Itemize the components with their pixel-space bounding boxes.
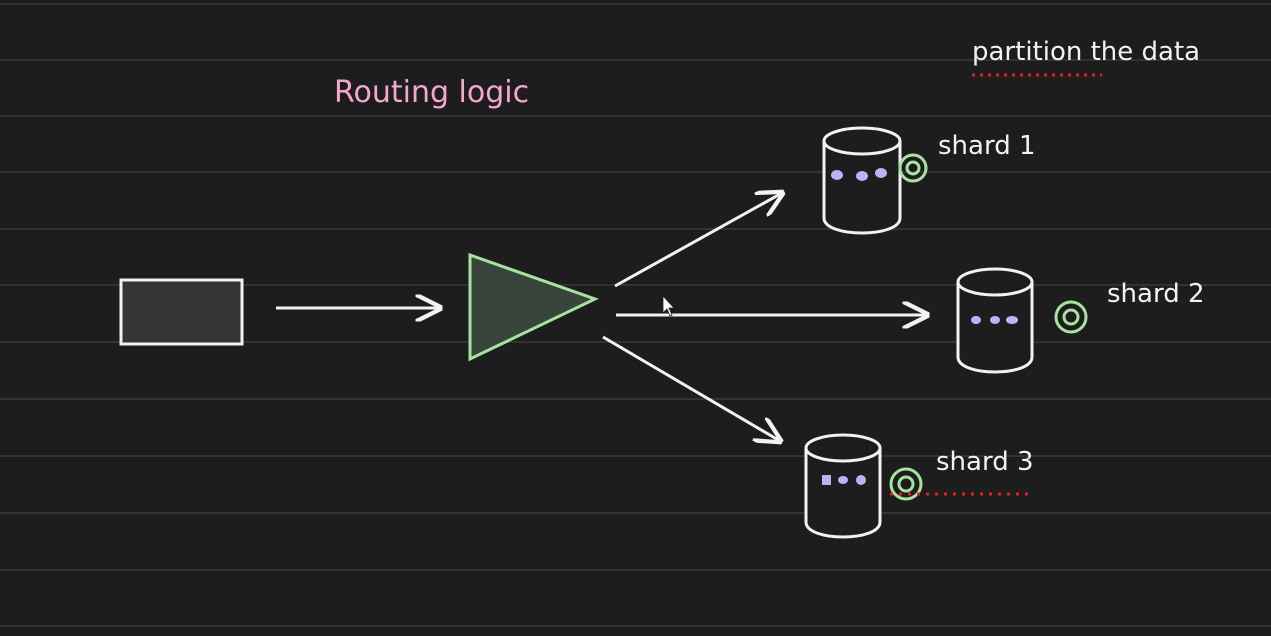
router-to-shard3-arrow: [602, 335, 780, 441]
partition-label: partition the data: [972, 37, 1200, 67]
shard1-database-icon: [822, 126, 902, 235]
shard2-label: shard 2: [1107, 279, 1205, 309]
shard3-database-icon: [804, 433, 882, 539]
client-box: [119, 278, 244, 346]
router-triangle: [468, 252, 599, 362]
shard3-spiral-icon: [889, 467, 923, 501]
routing-logic-label: Routing logic: [334, 75, 529, 110]
shard1-label: shard 1: [938, 131, 1036, 161]
mouse-cursor-icon: [662, 294, 675, 317]
shard2-database-icon: [956, 267, 1034, 374]
router-to-shard1-arrow: [614, 193, 782, 288]
shard3-label: shard 3: [936, 447, 1034, 477]
shard1-spiral-icon: [898, 153, 928, 183]
shard2-spiral-icon: [1054, 300, 1088, 334]
